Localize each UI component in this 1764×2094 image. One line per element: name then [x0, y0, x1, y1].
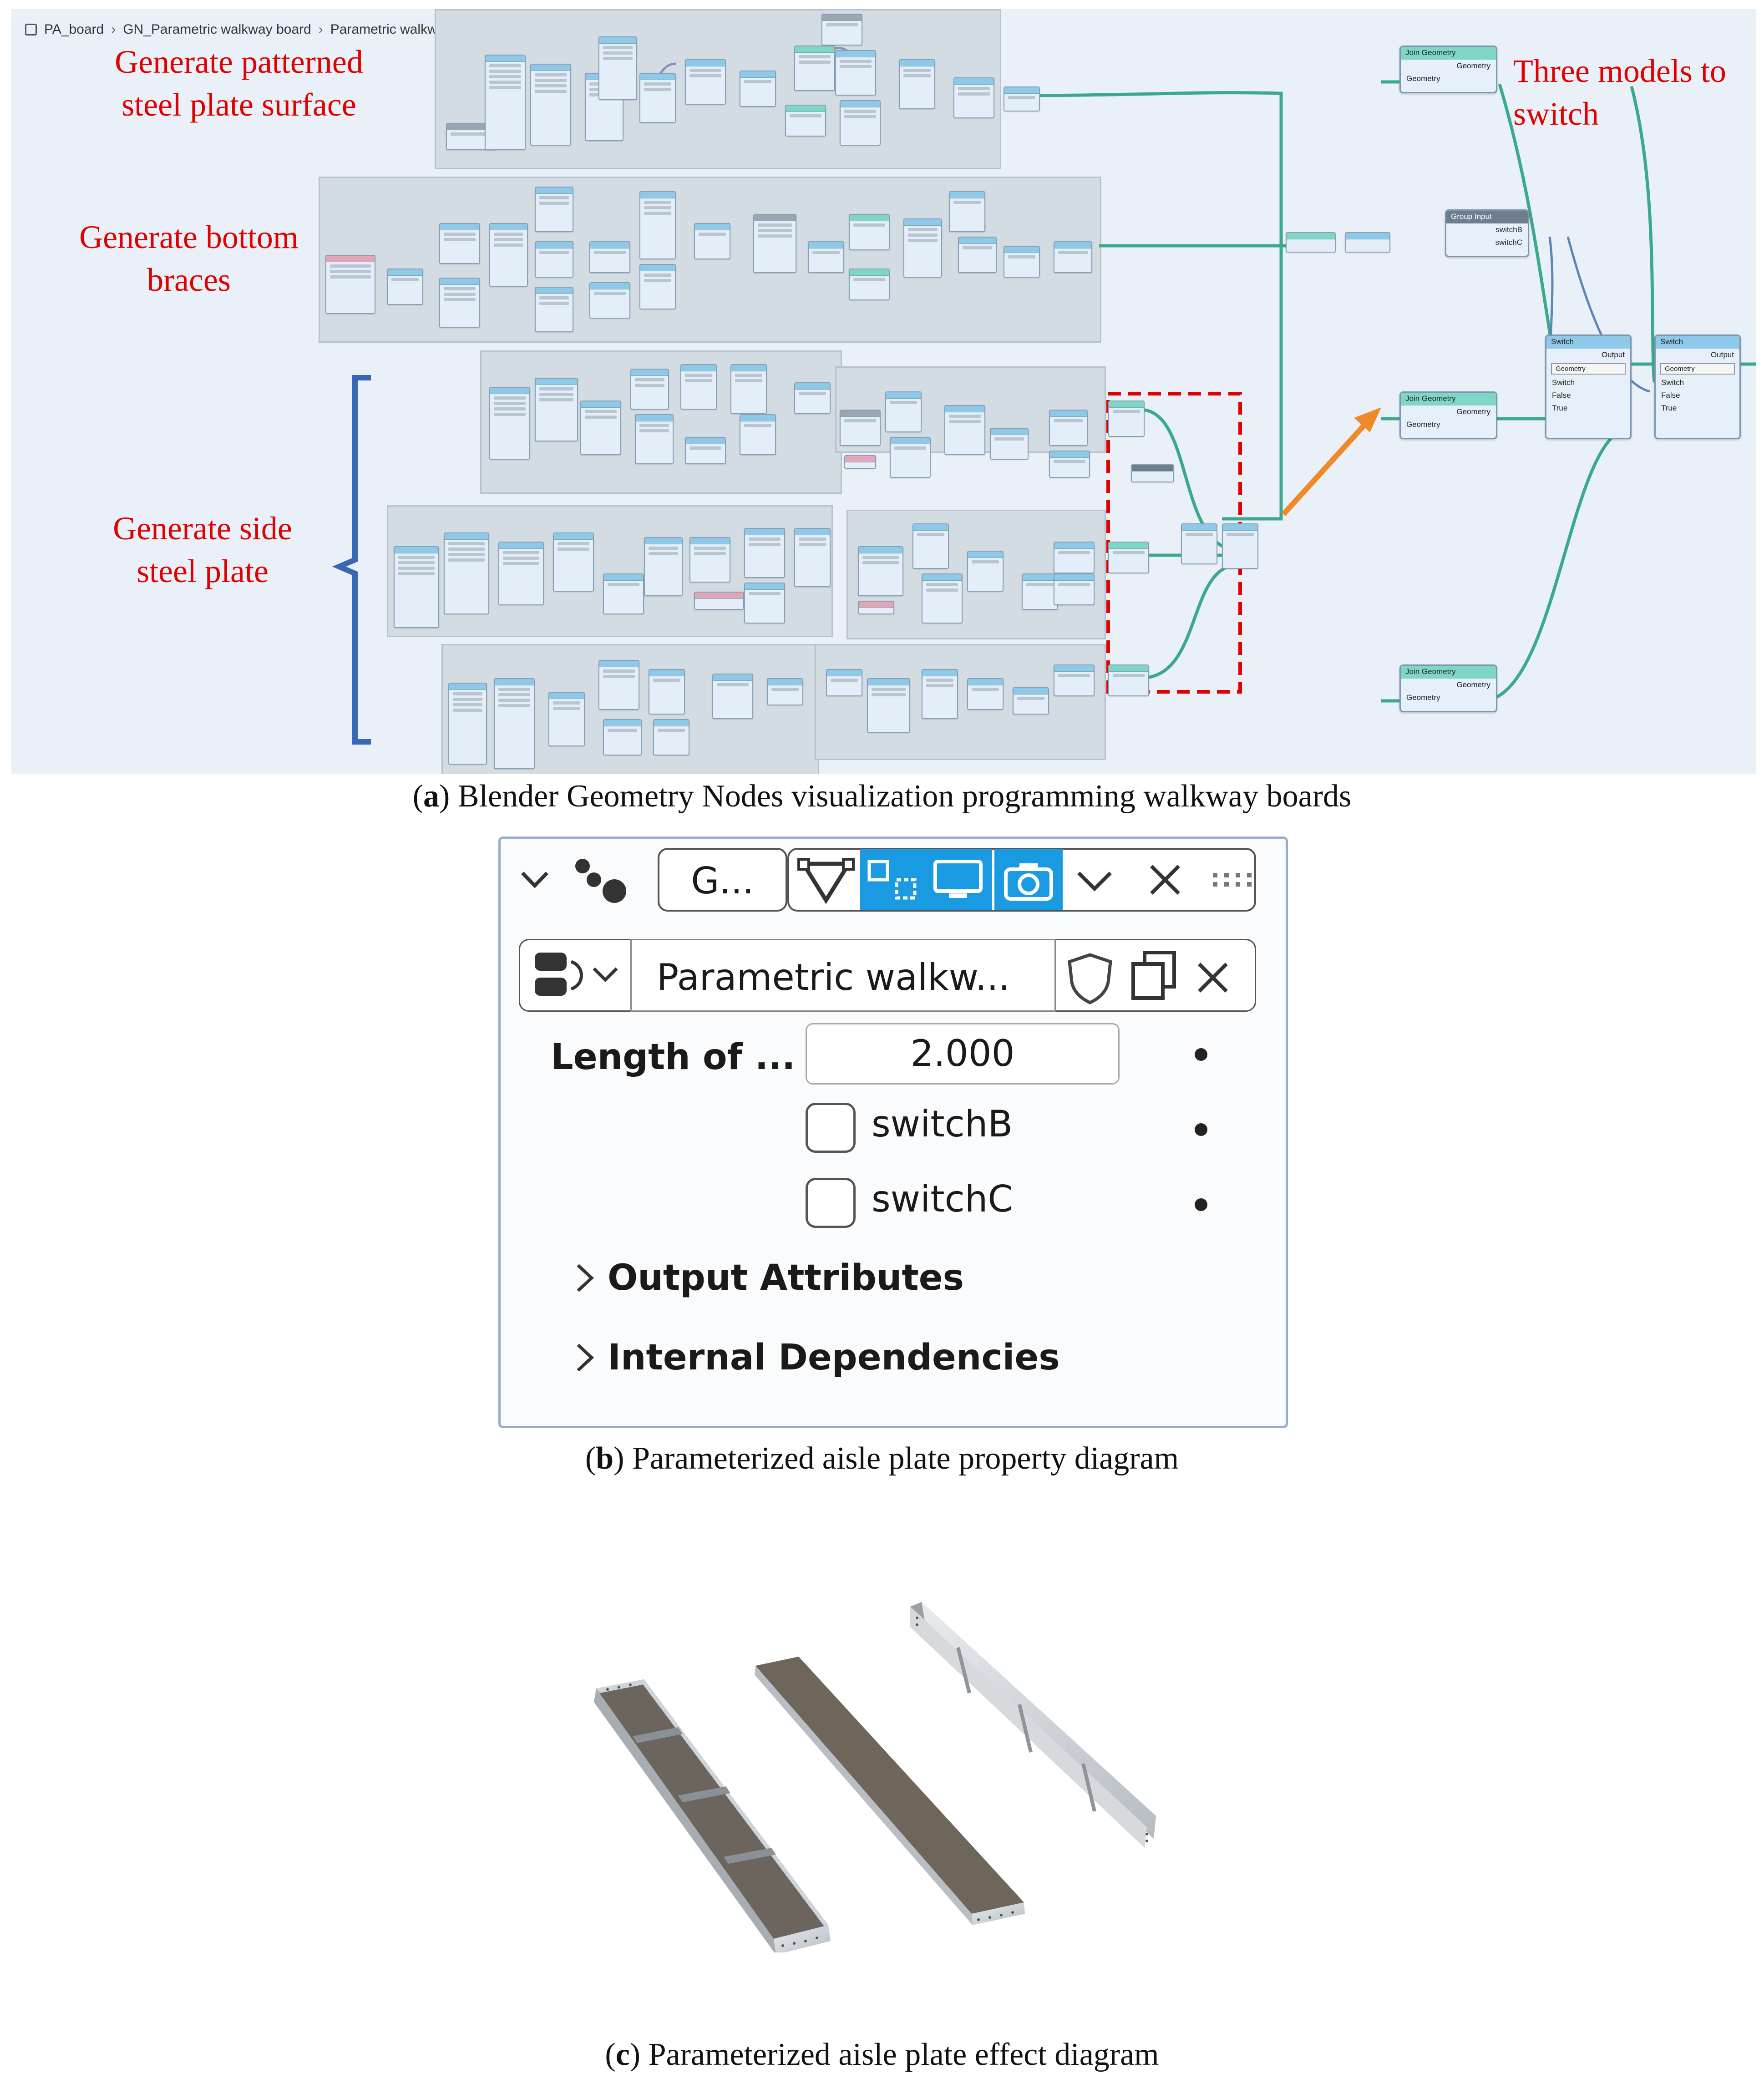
switchC-socket: switchC [1495, 238, 1522, 247]
switch-input-switch: Switch [1552, 378, 1575, 387]
internal-dependencies-section[interactable]: Internal Dependencies [571, 1337, 1060, 1378]
join-geometry-node-1[interactable]: Join Geometry Geometry Geometry [1399, 46, 1497, 93]
frame-side-3b[interactable] [815, 644, 1106, 760]
switchB-checkbox[interactable] [806, 1103, 856, 1153]
switch-title: Switch [1656, 336, 1739, 349]
join-output-label: Geometry [1456, 407, 1490, 416]
scene-icon [25, 24, 37, 35]
chevron-down-icon[interactable] [1074, 866, 1115, 898]
switch-node-2[interactable]: Switch Output Geometry Switch False True [1654, 335, 1741, 439]
switchC-checkbox[interactable] [806, 1178, 856, 1228]
switch-input-true: True [1661, 404, 1677, 412]
switch-type-select[interactable]: Geometry [1551, 363, 1626, 375]
drag-handle-icon[interactable] [1211, 871, 1261, 889]
switch-input-switch: Switch [1661, 378, 1684, 387]
length-value-field[interactable]: 2.000 [806, 1023, 1120, 1085]
unlink-close-icon[interactable] [1195, 959, 1231, 996]
modifier-name-field[interactable]: G... [658, 848, 787, 912]
chevron-right-icon: › [111, 22, 116, 37]
switchB-socket: switchB [1495, 225, 1522, 234]
close-icon[interactable] [1147, 862, 1183, 898]
fake-user-shield-icon[interactable] [1063, 950, 1117, 1005]
breadcrumb-modifier[interactable]: GN_Parametric walkway board [123, 22, 311, 37]
chevron-right-icon [577, 1344, 594, 1372]
join-input-label: Geometry [1406, 693, 1440, 702]
length-label: Length of ... [551, 1037, 796, 1078]
join-geometry-title: Join Geometry [1401, 47, 1496, 60]
switch-type-select[interactable]: Geometry [1660, 363, 1735, 375]
group-input-title: Group Input [1446, 211, 1528, 223]
node-tree-browse-icon[interactable] [530, 948, 626, 1003]
walkway-plates-render [594, 1602, 1156, 1952]
join-geometry-title: Join Geometry [1401, 666, 1496, 679]
output-attributes-label: Output Attributes [608, 1257, 964, 1298]
switch-input-true: True [1552, 404, 1568, 412]
modifier-properties-panel: G... Parametric walkw... Length of ... 2… [498, 837, 1288, 1428]
join-input-label: Geometry [1406, 420, 1440, 429]
duplicate-icon[interactable] [1126, 948, 1181, 1003]
geometry-nodes-modifier-icon [575, 859, 626, 903]
on-cage-icon[interactable] [865, 857, 924, 902]
brace-side-plates [332, 375, 371, 745]
output-attributes-section[interactable]: Output Attributes [571, 1257, 964, 1298]
walkway-plate-side [910, 1602, 1156, 1848]
caption-b: (b) Parameterized aisle plate property d… [585, 1441, 1179, 1476]
caption-a: (a) Blender Geometry Nodes visualization… [412, 779, 1352, 814]
switch-output-label: Output [1710, 350, 1734, 359]
caption-c: (c) Parameterized aisle plate effect dia… [605, 2037, 1159, 2072]
chevron-right-icon [577, 1264, 594, 1292]
attribute-toggle-dot[interactable] [1195, 1048, 1207, 1061]
join-output-label: Geometry [1456, 61, 1490, 70]
internal-dependencies-label: Internal Dependencies [608, 1337, 1060, 1378]
collapse-chevron-icon[interactable] [519, 864, 551, 896]
breadcrumb-object[interactable]: PA_board [44, 22, 104, 37]
switch-title: Switch [1546, 336, 1630, 349]
link-surface-out [1003, 91, 1283, 519]
attribute-toggle-dot[interactable] [1195, 1198, 1207, 1211]
join-input-label: Geometry [1406, 74, 1440, 83]
node-links [332, 46, 1756, 745]
switch-output-label: Output [1601, 350, 1625, 359]
node-editor-canvas[interactable]: PA_board › GN_Parametric walkway board ›… [11, 9, 1756, 774]
viewport-display-icon[interactable] [928, 857, 988, 902]
node-group-name-field[interactable]: Parametric walkw... [630, 939, 1056, 1012]
join-geometry-node-2[interactable]: Join Geometry Geometry Geometry [1399, 391, 1497, 439]
switch-node-1[interactable]: Switch Output Geometry Switch False True [1545, 335, 1632, 439]
camera-icon [1004, 863, 1053, 901]
join-geometry-title: Join Geometry [1401, 393, 1496, 406]
join-geometry-node-3[interactable]: Join Geometry Geometry Geometry [1399, 664, 1497, 712]
switch-input-false: False [1552, 391, 1571, 400]
walkway-plate-plain [755, 1657, 1025, 1925]
edit-mode-icon[interactable] [796, 857, 856, 907]
chevron-right-icon: › [318, 22, 323, 37]
attribute-toggle-dot[interactable] [1195, 1123, 1207, 1136]
switchC-label: switchC [872, 1178, 1014, 1220]
switch-input-false: False [1661, 391, 1680, 400]
join-output-label: Geometry [1456, 680, 1490, 689]
walkway-plate-braced [594, 1679, 831, 1952]
group-input-node[interactable]: Group Input switchB switchC [1445, 209, 1529, 257]
arrow-to-join [1281, 414, 1374, 517]
switchB-label: switchB [872, 1103, 1013, 1145]
